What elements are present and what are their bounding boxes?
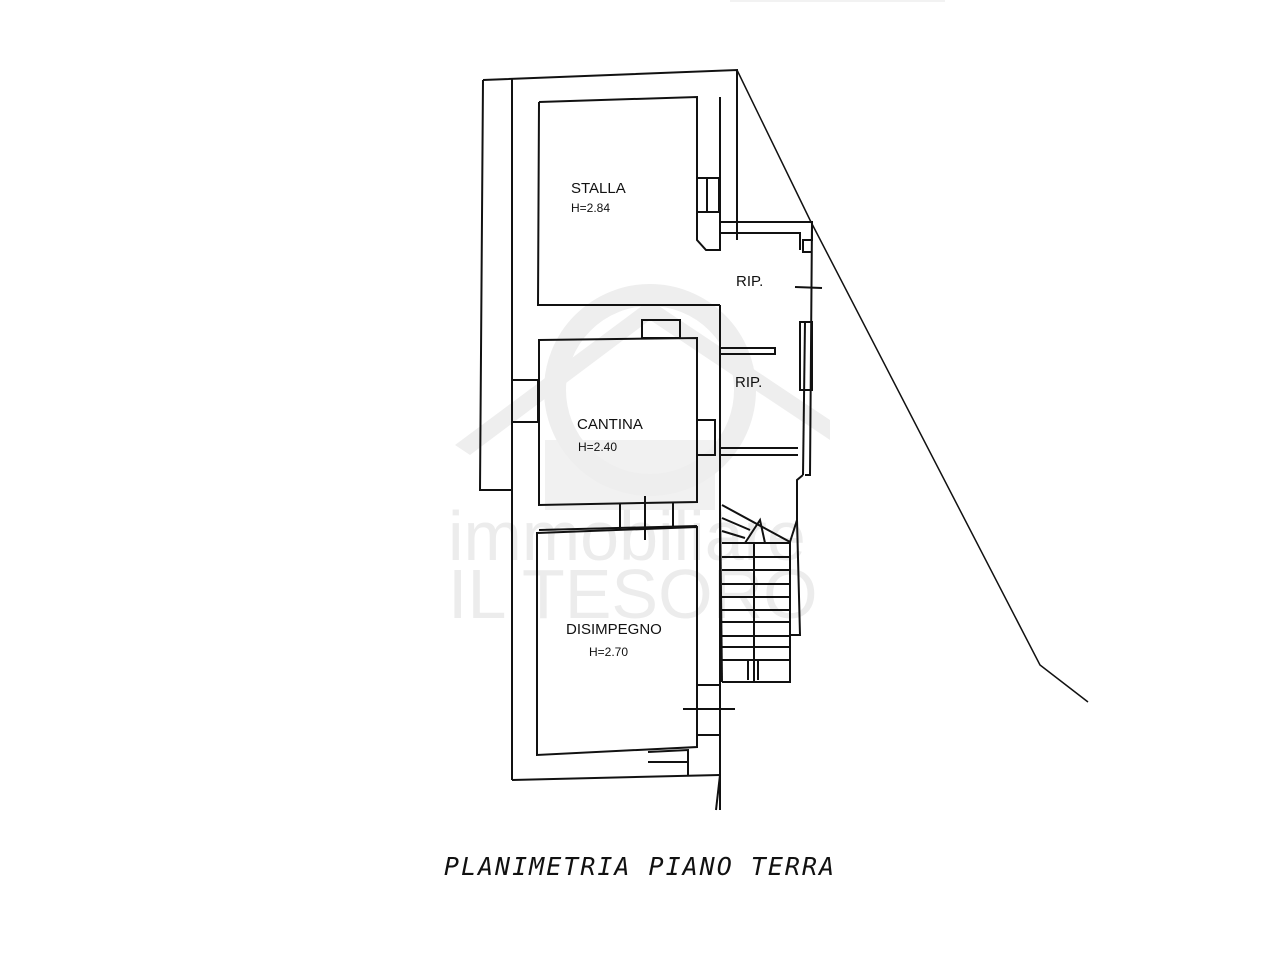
watermark-line2: IL TESORO [448,555,818,633]
room-cantina-label: CANTINA [577,416,643,433]
room-rip-lower-label: RIP. [735,374,762,391]
room-rip-upper-label: RIP. [736,273,763,290]
watermark-line1: immobiliare [448,497,806,575]
walls [478,68,1089,811]
room-stalla-height: H=2.84 [571,201,610,215]
cropped-text-artifact [730,0,945,7]
room-cantina-height: H=2.40 [578,440,617,454]
room-disimpegno-label: DISIMPEGNO [566,621,662,638]
watermark: immobiliare IL TESORO [448,284,830,633]
plan-title: PLANIMETRIA PIANO TERRA [443,852,837,881]
room-labels: STALLA H=2.84 CANTINA H=2.40 DISIMPEGNO … [566,180,763,659]
room-disimpegno-height: H=2.70 [589,645,628,659]
room-stalla-label: STALLA [571,180,626,197]
